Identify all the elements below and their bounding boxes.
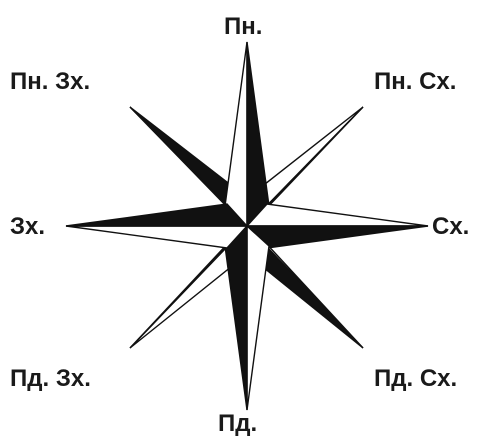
label-north: Пн.	[224, 13, 262, 41]
e-point-dark	[247, 226, 428, 248]
label-north-east: Пн. Сх.	[374, 68, 456, 96]
s-point-dark	[225, 226, 247, 410]
label-east: Сх.	[432, 213, 469, 241]
w-point-dark	[66, 204, 247, 226]
w-point-light	[66, 226, 247, 248]
label-south-west: Пд. Зх.	[10, 365, 91, 393]
n-point-dark	[247, 42, 269, 226]
n-point-light	[225, 42, 247, 226]
e-point-light	[247, 204, 428, 226]
label-south-east: Пд. Сх.	[374, 365, 457, 393]
s-point-light	[247, 226, 269, 410]
label-south: Пд.	[218, 410, 257, 438]
label-north-west: Пн. Зх.	[10, 68, 90, 96]
label-west: Зх.	[10, 213, 45, 241]
